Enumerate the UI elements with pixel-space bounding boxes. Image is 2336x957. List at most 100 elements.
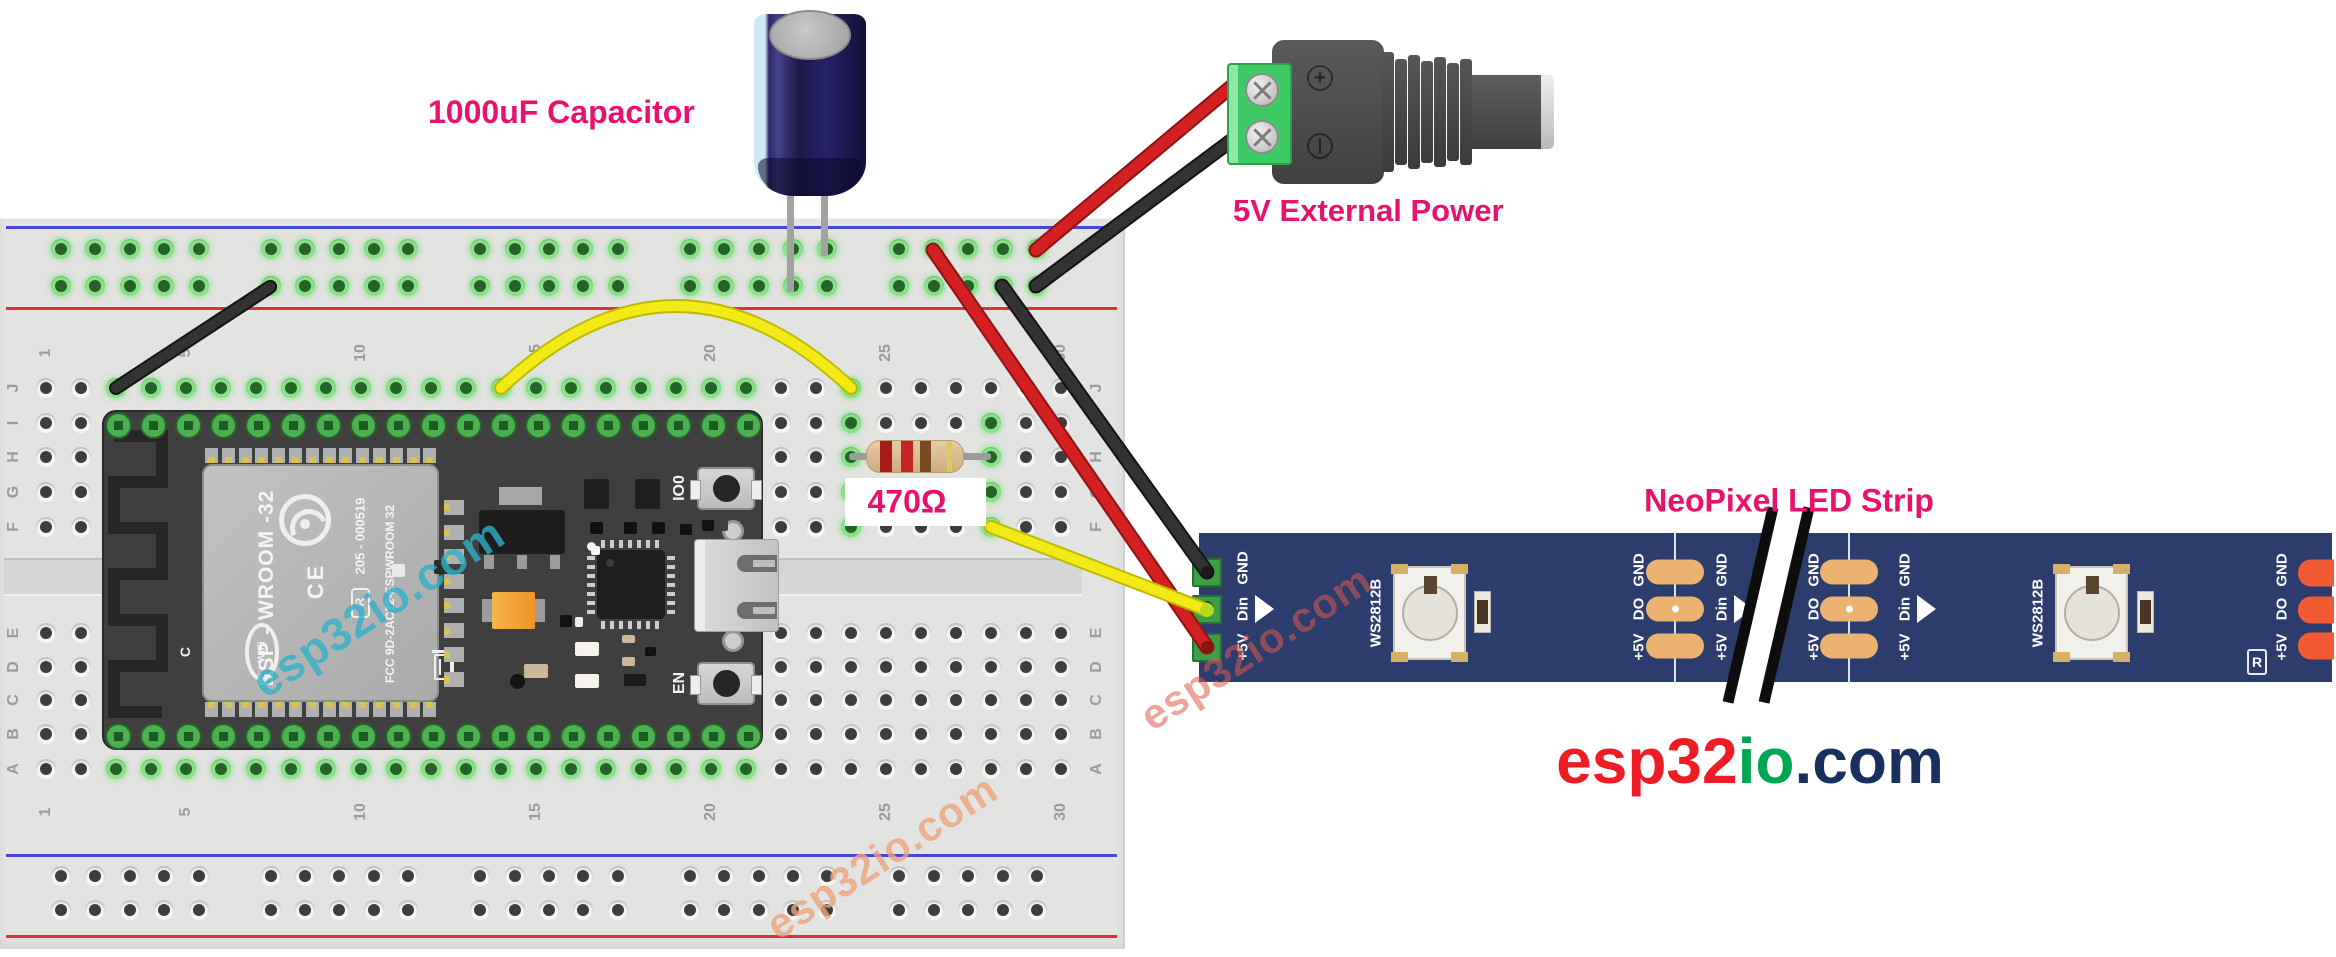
smd-resistor xyxy=(1474,591,1491,633)
capacitor-top-face xyxy=(769,10,851,60)
power-red-wire xyxy=(1030,80,1238,256)
power-rail-hole xyxy=(573,239,594,259)
power-rail-hole xyxy=(748,239,769,259)
module-pad xyxy=(339,448,353,463)
data-direction-arrow xyxy=(1917,595,1936,623)
power-rail-hole xyxy=(329,900,350,920)
smd-component xyxy=(575,642,599,656)
data-direction-arrow xyxy=(1255,595,1274,623)
breadboard-hole xyxy=(981,482,1001,502)
breadboard-hole xyxy=(666,759,686,779)
breadboard-hole xyxy=(841,724,861,744)
power-rail-hole xyxy=(504,276,525,296)
breadboard-hole xyxy=(946,759,966,779)
bottom-rail-red-line xyxy=(6,935,1117,938)
breadboard-hole xyxy=(421,378,441,398)
breadboard-hole xyxy=(421,759,441,779)
logo-navy-part: .com xyxy=(1794,725,1944,797)
breadboard-hole xyxy=(1016,482,1036,502)
esp-wroom-32-shield: ESP - WROOM -32 205 - 000519 R FCC 9D-2A… xyxy=(202,464,525,702)
breadboard-hole xyxy=(596,759,616,779)
power-rail-hole xyxy=(504,866,525,886)
regulator-chip xyxy=(479,510,565,554)
smd-component xyxy=(622,635,635,643)
ul-mark-box: R xyxy=(2247,649,2267,675)
power-rail-hole xyxy=(573,900,594,920)
esp32io-logo[interactable]: esp32io.com xyxy=(1555,724,1945,798)
jack-rib xyxy=(1408,55,1420,169)
smd-component xyxy=(392,564,405,577)
smd-component xyxy=(645,647,656,656)
power-rail-hole xyxy=(363,276,384,296)
module-pad xyxy=(339,702,353,717)
power-rail-hole xyxy=(85,276,106,296)
ws2812b-led xyxy=(2053,564,2130,662)
breadboard-hole xyxy=(946,690,966,710)
regulator-leg xyxy=(484,555,494,569)
breadboard-hole xyxy=(876,657,896,677)
breadboard-hole xyxy=(71,724,91,744)
breadboard-hole xyxy=(71,517,91,537)
terminal-screw-positive[interactable] xyxy=(1245,73,1279,107)
breadboard-hole xyxy=(561,378,581,398)
breadboard-hole xyxy=(946,378,966,398)
board-pin xyxy=(489,722,517,750)
breadboard-hole xyxy=(1051,623,1071,643)
espressif-logo-icon xyxy=(279,494,331,546)
power-rail-hole xyxy=(295,276,315,296)
resistor-band-1 xyxy=(880,441,892,472)
breadboard-hole xyxy=(631,759,651,779)
breadboard-hole xyxy=(36,447,56,467)
power-rail-hole xyxy=(51,276,71,296)
main-mcu-chip xyxy=(597,550,665,619)
breadboard-hole xyxy=(386,759,406,779)
board-pin xyxy=(454,722,482,750)
io0-button[interactable] xyxy=(690,467,762,510)
mcu-pins-right xyxy=(667,554,675,614)
breadboard-hole xyxy=(71,759,91,779)
power-rail-hole xyxy=(923,866,944,886)
module-pad xyxy=(373,448,386,463)
breadboard-hole xyxy=(211,378,231,398)
breadboard-hole xyxy=(386,378,406,398)
en-button[interactable] xyxy=(690,662,762,705)
breadboard-hole xyxy=(841,759,861,779)
module-pad xyxy=(373,702,386,717)
power-rail-hole xyxy=(992,866,1013,886)
smd-component xyxy=(591,546,600,555)
power-rail-hole xyxy=(398,276,419,296)
power-rail-hole xyxy=(470,866,491,886)
smd-tab xyxy=(535,599,545,622)
power-rail-hole xyxy=(1027,900,1047,920)
smd-component xyxy=(624,522,637,534)
breadboard-hole xyxy=(771,724,791,744)
smd-tab xyxy=(482,599,492,622)
mcu-pins-top xyxy=(601,540,661,548)
transistor xyxy=(635,479,660,509)
wifi-logo-icon: WiFi xyxy=(245,623,279,681)
breadboard-hole xyxy=(1016,447,1036,467)
breadboard-hole xyxy=(456,378,476,398)
board-pin xyxy=(664,411,692,439)
jack-rib xyxy=(1447,63,1459,161)
power-rail-hole xyxy=(295,900,315,920)
power-rail-hole xyxy=(607,866,628,886)
breadboard-hole xyxy=(1051,724,1071,744)
micro-usb-port[interactable] xyxy=(694,539,779,632)
module-pad xyxy=(205,702,218,717)
breadboard-hole xyxy=(946,724,966,744)
breadboard-hole xyxy=(561,759,581,779)
breadboard-hole xyxy=(946,657,966,677)
board-pin xyxy=(279,411,307,439)
board-pin xyxy=(384,411,412,439)
module-pad xyxy=(255,702,269,717)
board-pin xyxy=(314,411,342,439)
breadboard-hole xyxy=(596,378,616,398)
module-pad xyxy=(305,702,319,717)
breadboard-hole xyxy=(911,759,931,779)
module-pad xyxy=(221,702,235,717)
terminal-screw-negative[interactable] xyxy=(1245,120,1279,154)
board-pin xyxy=(734,411,762,439)
